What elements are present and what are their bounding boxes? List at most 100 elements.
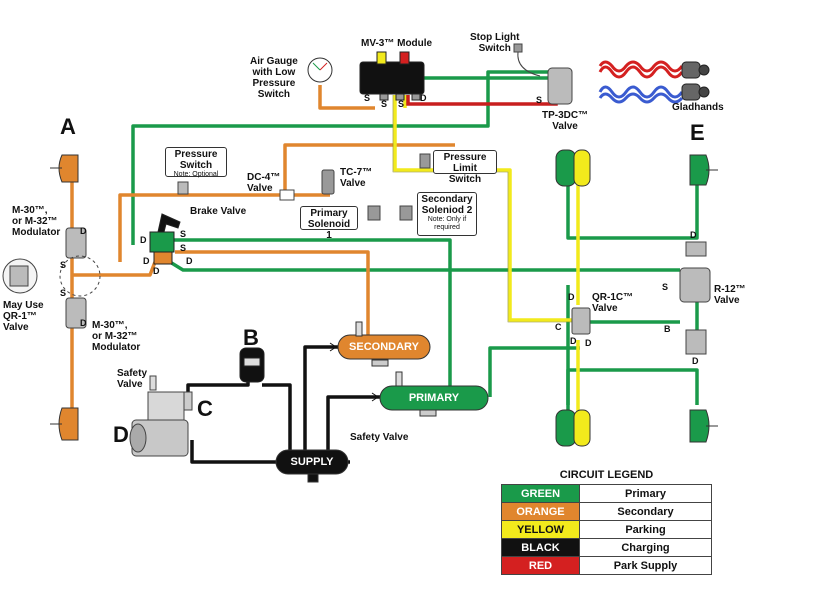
legend-color-swatch: YELLOW	[501, 520, 580, 539]
legend-circuit-name: Charging	[579, 538, 712, 557]
port-label: S	[60, 288, 67, 298]
green-line-brake-to-primary	[150, 238, 452, 392]
black-line-supply-to-secondary	[303, 345, 345, 455]
port-label: S	[180, 243, 187, 253]
qr1-magnifier	[2, 255, 101, 297]
brake-valve	[149, 213, 181, 265]
secondary-solenoid-icon	[399, 205, 413, 221]
letter-c: C	[197, 396, 213, 421]
red-line-mv3-tp3dc	[406, 90, 558, 106]
letter-b: B	[243, 325, 259, 350]
black-lines	[186, 345, 385, 464]
port-label: D	[568, 292, 575, 302]
mv3-body-icon	[359, 61, 425, 95]
port-label: D	[153, 266, 160, 276]
legend-color-swatch: RED	[501, 556, 580, 575]
port-label: S	[180, 229, 187, 239]
stop-light-switch	[513, 43, 541, 77]
gladhands-label: Gladhands	[672, 102, 724, 113]
front-right-bot-chamber-icon	[689, 409, 710, 443]
port-label: D	[570, 336, 577, 346]
rear-top-left-spring-chamber-icon	[555, 149, 577, 187]
yellow-line-mv3-down	[393, 95, 578, 322]
compressor	[129, 375, 193, 457]
tp3dc-valve-icon	[547, 67, 573, 105]
letter-a: A	[60, 114, 76, 139]
tanks	[275, 321, 489, 483]
tp3dc-valve	[547, 67, 573, 105]
brake-valve-label: Brake Valve	[190, 206, 247, 217]
dc4-valve-icon	[279, 189, 295, 201]
pressure-switch-symbol	[177, 181, 189, 195]
green-brake-chambers	[689, 154, 718, 443]
modulators	[65, 227, 87, 329]
gladhand-bottom-icon	[681, 83, 701, 101]
green-line-tp3dc	[413, 76, 556, 96]
orange-brake-chambers	[50, 154, 79, 441]
black-line-supply-to-primary	[326, 395, 385, 455]
gladhand-top-icon	[681, 61, 701, 79]
orange-line-to-modulator-junction	[72, 261, 157, 277]
black-line-dryer-to-supply	[262, 383, 292, 455]
port-label: D	[690, 230, 697, 240]
legend-color-swatch: BLACK	[501, 538, 580, 557]
secondary-tank-icon	[337, 334, 431, 360]
legend-circuit-name: Park Supply	[579, 556, 712, 575]
green-line-primary-to-qr1c	[488, 346, 580, 397]
green-line-front-right-bot	[566, 368, 699, 405]
letter-d: D	[113, 422, 129, 447]
legend-title: CIRCUIT LEGEND	[559, 469, 654, 481]
blue-coil	[598, 85, 684, 104]
port-label: S	[536, 95, 543, 105]
port-label: D	[585, 338, 592, 348]
port-label: D	[80, 226, 87, 236]
orange-line-brake-to-secondary	[175, 250, 370, 335]
safety-valve-right-label: Safety Valve	[350, 432, 409, 443]
legend-circuit-name: Primary	[579, 484, 712, 503]
air-dryer	[239, 347, 265, 383]
mv3-module	[359, 51, 425, 101]
front-left-top-chamber-icon	[58, 154, 79, 183]
tc7-valve	[321, 169, 335, 195]
legend-circuit-name: Secondary	[579, 502, 712, 521]
r12-valve	[679, 241, 711, 355]
dc4-valve	[279, 189, 295, 201]
tc7-valve-icon	[321, 169, 335, 195]
m30-bot-modulator-icon	[65, 297, 87, 329]
brake-valve-body-icon	[149, 231, 175, 253]
orange-line-air-gauge	[318, 85, 375, 110]
letter-e: E	[690, 120, 705, 145]
port-label: B	[664, 324, 671, 334]
port-label: S	[662, 282, 669, 292]
primary-tank-label: PRIMARY	[408, 392, 460, 404]
pressure-limit-switch	[419, 153, 431, 169]
yellow-lines	[393, 95, 580, 415]
compressor-head-icon	[147, 391, 185, 421]
green-line-front-right-top	[566, 185, 699, 240]
red-coil	[598, 60, 684, 79]
legend-color-swatch: GREEN	[501, 484, 580, 503]
black-line-comp-to-dryer	[186, 370, 250, 395]
m30-top-modulator-icon	[65, 227, 87, 259]
air-gauge	[307, 57, 333, 83]
port-label: D	[420, 93, 427, 103]
green-line-brake-to-r12	[169, 260, 680, 272]
legend-circuit-name: Parking	[579, 520, 712, 539]
port-label: S	[364, 93, 371, 103]
green-lines	[131, 70, 699, 420]
black-line-comp-return	[190, 440, 276, 464]
